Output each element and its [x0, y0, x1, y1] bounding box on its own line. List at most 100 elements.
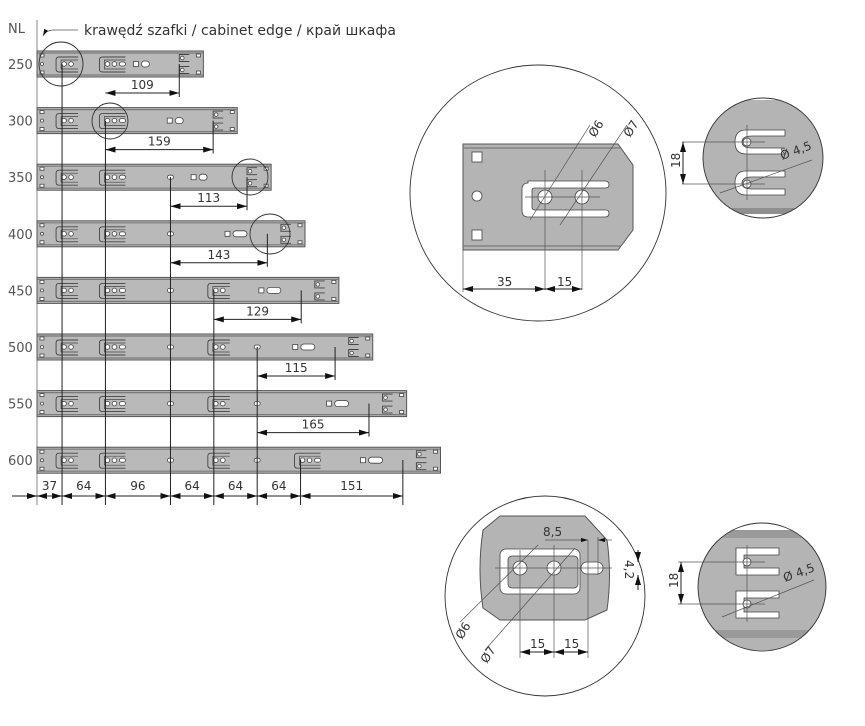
slot-hole [119, 344, 126, 350]
chain-label: 151 [340, 479, 363, 493]
dimension-label: 159 [148, 135, 171, 149]
dim-4-2-label: 4,2 [622, 560, 636, 579]
bracket-slot [98, 113, 126, 130]
height-18-label: 18 [669, 153, 683, 168]
bracket-slot-inner [104, 116, 126, 126]
corner-hole [365, 336, 371, 341]
cabinet-edge-leader [42, 28, 78, 37]
corner-hole [39, 183, 45, 188]
rear-slot [178, 54, 190, 62]
rear-hole [349, 338, 354, 344]
corner-hole [229, 110, 235, 114]
bracket-slot-inner [104, 172, 126, 183]
chain-label: 64 [76, 479, 91, 493]
oval-hole [266, 286, 282, 294]
corner-hole [433, 449, 438, 454]
chain-label: 64 [271, 479, 286, 493]
slot-hole [119, 457, 126, 463]
bracket-slot [55, 113, 79, 130]
bracket-slot-inner [212, 342, 230, 353]
bracket-slot-inner [212, 455, 230, 466]
bracket-slot [207, 452, 230, 469]
rear-hole [383, 395, 388, 400]
bracket-slot-inner [104, 59, 126, 70]
oval-hole [300, 343, 316, 351]
corner-hole [39, 53, 45, 58]
slot-hole [119, 118, 126, 123]
rear-hole [180, 55, 185, 61]
rail-body [36, 276, 340, 304]
square-hole [326, 400, 333, 407]
bracket-slot [55, 226, 79, 243]
corner-hole [39, 393, 45, 398]
mount-hole [104, 117, 111, 124]
rail-length-label: 350 [8, 171, 33, 186]
slot-hole [119, 61, 126, 67]
bracket-slot-inner [60, 455, 79, 466]
oval-hole [140, 60, 150, 68]
dimension-label: 115 [285, 361, 308, 375]
rear-slot [348, 349, 359, 357]
oval-hole [174, 117, 184, 124]
detail-front-bracket: Ø6 Ø7 35 15 [409, 64, 667, 322]
corner-hole [39, 166, 45, 171]
magnify-circle [249, 213, 291, 255]
square-hole [224, 230, 231, 237]
bracket-slot [98, 56, 126, 73]
mount-hole [68, 287, 74, 294]
rear-slot [212, 110, 224, 119]
rear-slot [280, 235, 291, 244]
mount-hole [111, 61, 118, 67]
chain-label: 64 [185, 479, 200, 493]
detail-rear-bracket-top: 18 Ø 4,5 [669, 97, 824, 219]
corner-hole [229, 127, 235, 131]
slot-hole [314, 457, 321, 463]
corner-hole [39, 110, 45, 114]
mount-hole [306, 457, 313, 463]
corner-hole [433, 466, 438, 471]
slot-hole [119, 401, 126, 407]
rail-length-label: 550 [8, 398, 33, 413]
bracket-slot [207, 396, 230, 413]
corner-hole [39, 127, 45, 131]
bracket-slot [98, 396, 126, 413]
bracket-slot [207, 282, 230, 299]
corner-hole [39, 70, 45, 75]
bracket-slot [55, 396, 79, 413]
bracket-slot [98, 169, 126, 186]
slot-hole [119, 174, 126, 180]
bracket-slot [98, 282, 126, 299]
mount-hole [220, 457, 226, 463]
chain-label: 37 [42, 479, 57, 493]
corner-hole [195, 70, 201, 75]
rail-600: 600 [8, 446, 441, 474]
magnify-circle [38, 41, 84, 87]
mount-hole [111, 457, 118, 463]
rear-hole [281, 237, 287, 242]
bracket-slot [55, 169, 79, 186]
corner-hole [39, 466, 45, 471]
rail-body [36, 107, 238, 135]
front-hole [40, 62, 44, 66]
dim-35-label: 35 [497, 275, 512, 289]
rear-hole [417, 464, 422, 469]
bracket-slot-inner [60, 342, 79, 353]
mount-hole [68, 400, 74, 407]
dim-15-label: 15 [557, 275, 572, 289]
rear-hole [213, 112, 219, 117]
dim-8-5-label: 8,5 [543, 525, 562, 539]
bracket-slot-inner [60, 59, 79, 70]
corner-hole [39, 336, 45, 341]
square-hole [132, 61, 139, 67]
rear-hole [247, 180, 253, 186]
rear-slot [348, 337, 359, 345]
dimension-label: 113 [197, 191, 220, 205]
bracket-slot-inner [104, 455, 126, 466]
detail-circle [409, 64, 667, 322]
bracket-slot [98, 452, 126, 469]
